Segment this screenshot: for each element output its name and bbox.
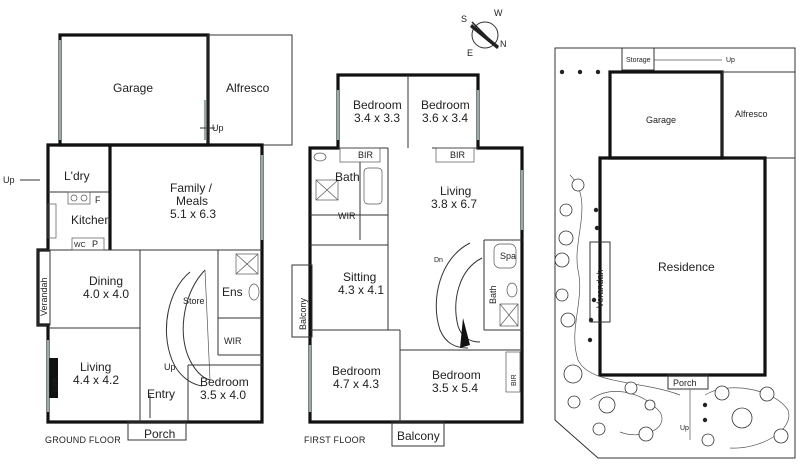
gf-wc-label: WC	[74, 242, 86, 249]
first-floor-plan: Bedroom 3.4 x 3.3 Bedroom 3.6 x 3.4 BIR …	[291, 73, 524, 447]
gf-garage-label: Garage	[113, 81, 153, 95]
ff-bedroom-a-dim: 3.4 x 3.3	[354, 111, 400, 125]
ff-sitting-dim: 4.3 x 4.1	[338, 283, 384, 297]
gf-living-dim: 4.4 x 4.2	[73, 373, 119, 387]
gf-dining-label: Dining	[89, 274, 123, 288]
site-garage-label: Garage	[646, 115, 676, 125]
gf-dining-dim: 4.0 x 4.0	[83, 287, 129, 301]
site-alfresco-label: Alfresco	[735, 109, 768, 119]
ff-dn-label: Dn	[434, 257, 443, 264]
gf-alfresco-label: Alfresco	[226, 81, 270, 95]
site-storage-outline	[621, 47, 655, 71]
ground-floor-plan: Garage Alfresco L'dry Family / Meals 5.1…	[3, 33, 293, 445]
site-verandah-outline	[589, 241, 611, 323]
site-boundary	[554, 47, 796, 459]
ff-bedroom-a-label: Bedroom	[353, 98, 402, 112]
compass-n: N	[500, 39, 507, 49]
gf-up-label-2: Up	[212, 123, 224, 133]
ground-floor-caption: GROUND FLOOR	[45, 435, 121, 445]
ff-bedroom-d-dim: 3.5 x 5.4	[432, 381, 478, 395]
ff-bir-2-label: BIR	[450, 150, 466, 160]
gf-fridge-label: F	[95, 195, 101, 205]
gf-store-label: Store	[183, 296, 205, 306]
ff-spa-label: Spa	[500, 251, 516, 261]
site-residence-walls	[598, 156, 767, 377]
gf-family-dim: 5.1 x 6.3	[170, 207, 216, 221]
site-plan: Storage Up Garage Alfresco Verandah Resi…	[554, 47, 796, 459]
first-floor-caption: FIRST FLOOR	[304, 435, 366, 445]
site-up-bottom-label: Up	[680, 425, 689, 432]
compass-w: W	[494, 8, 503, 18]
gf-verandah-label: Verandah	[39, 277, 49, 316]
ff-bir-3-label: BIR	[511, 374, 518, 386]
ff-wir-label: WIR	[338, 211, 356, 221]
gf-ens-label: Ens	[222, 285, 243, 299]
gf-porch-label: Porch	[144, 427, 175, 441]
ff-front-balcony-outline	[391, 421, 445, 447]
ff-bath-label: Bath	[335, 170, 360, 184]
gf-porch-outline	[127, 421, 187, 441]
site-up-label: Up	[726, 57, 735, 64]
gf-up-label-3: Up	[164, 362, 176, 372]
ff-living-label: Living	[440, 184, 471, 198]
gf-bedroom-dim: 3.5 x 4.0	[200, 388, 246, 402]
gf-family-label: Family /	[170, 181, 213, 195]
ff-sitting-label: Sitting	[343, 270, 376, 284]
ff-side-balcony-label: Balcony	[298, 297, 308, 330]
site-residence-label: Residence	[658, 260, 715, 274]
gf-living-label: Living	[80, 360, 111, 374]
gf-kitchen-label: Kitchen	[71, 213, 111, 227]
ff-bedroom-c-dim: 4.7 x 4.3	[333, 377, 379, 391]
gf-wir-label: WIR	[224, 336, 242, 346]
compass-e: E	[467, 48, 473, 58]
gf-pantry-label: P	[92, 239, 98, 249]
ff-bath-2-label: Bath	[488, 285, 498, 304]
site-verandah-label: Verandah	[595, 269, 605, 308]
gf-gfp-label: GFP	[53, 377, 60, 392]
gf-entry-label: Entry	[147, 387, 175, 401]
gf-fireplace	[48, 358, 58, 398]
ff-bedroom-d-label: Bedroom	[432, 368, 481, 382]
gf-laundry-label: L'dry	[64, 169, 90, 183]
ff-bedroom-b-dim: 3.6 x 3.4	[422, 111, 468, 125]
ff-side-balcony-outline	[291, 264, 313, 338]
ff-front-balcony-label: Balcony	[397, 429, 440, 443]
ff-living-dim: 3.8 x 6.7	[431, 197, 477, 211]
gf-verandah-outline	[37, 249, 51, 326]
gf-bedroom-label: Bedroom	[200, 375, 249, 389]
site-porch-label: Porch	[673, 378, 697, 388]
site-storage-label: Storage	[626, 57, 651, 64]
ff-bir-1-label: BIR	[358, 150, 374, 160]
ff-bedroom-b-label: Bedroom	[421, 98, 470, 112]
compass-s: S	[461, 14, 467, 24]
gf-up-label-1: Up	[3, 175, 15, 185]
ff-bedroom-c-label: Bedroom	[332, 364, 381, 378]
compass-rose: S W E N	[461, 8, 507, 58]
gf-meals-label: Meals	[176, 194, 208, 208]
site-porch-outline	[667, 374, 709, 390]
